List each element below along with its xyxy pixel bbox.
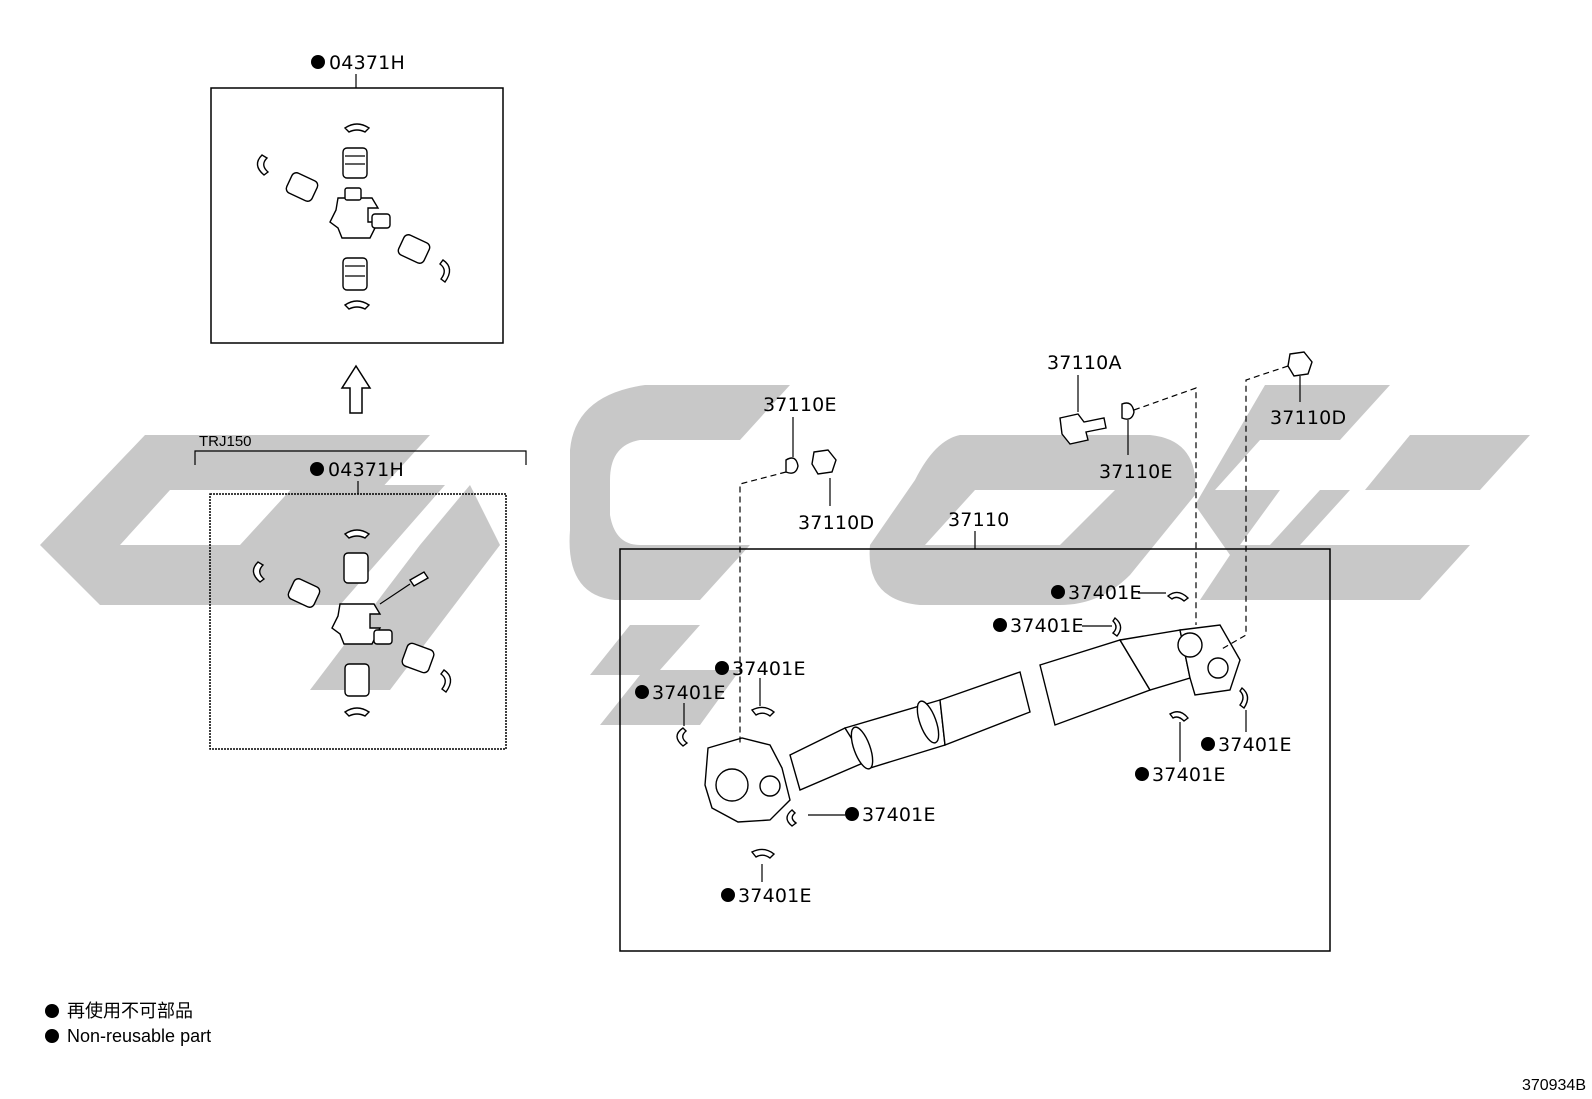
variant-kit-box <box>209 493 507 750</box>
non-reusable-dot <box>310 462 324 476</box>
callout-37110D-right[interactable]: 37110D <box>1270 407 1346 429</box>
snap-ring-callout-6: 37401E <box>721 864 812 907</box>
top-kit-box <box>210 87 504 344</box>
snap-ring-callout-1: 37401E <box>1051 582 1166 604</box>
snap-rings <box>676 591 1249 859</box>
callout-37401E-5[interactable]: 37401E <box>862 804 936 826</box>
snap-ring-callout-5: 37401E <box>808 804 936 826</box>
callout-37401E-8[interactable]: 37401E <box>1152 764 1226 786</box>
callout-37401E-6[interactable]: 37401E <box>738 885 812 907</box>
variant-kit-label[interactable]: 04371H <box>328 459 404 481</box>
top-kit-group: 04371H <box>210 52 504 344</box>
spider-kit-parts-variant <box>252 529 452 717</box>
variant-group: TRJ150 04371H <box>194 433 527 750</box>
snap-ring-callout-3: 37401E <box>715 658 806 706</box>
snap-ring-callout-4: 37401E <box>635 682 726 726</box>
snap-ring-callout-2: 37401E <box>993 615 1112 637</box>
main-assembly-label[interactable]: 37110 <box>948 509 1009 531</box>
legend-line-jp: 再使用不可部品 <box>67 1001 193 1021</box>
legend-dot-en <box>45 1029 59 1043</box>
model-label: TRJ150 <box>199 433 252 450</box>
main-assembly-group: 37110 <box>619 509 1331 952</box>
main-assembly-box <box>619 548 1331 952</box>
fasteners-right: 37110A 37110E 37110D <box>1047 351 1346 651</box>
callout-37401E-1[interactable]: 37401E <box>1068 582 1142 604</box>
callout-37110E-right[interactable]: 37110E <box>1099 461 1173 483</box>
fasteners-left: 37110E 37110D <box>739 394 874 745</box>
diagram-reference: 370934B <box>1522 1077 1586 1094</box>
legend: 再使用不可部品 Non-reusable part <box>45 1001 211 1046</box>
snap-ring-callout-8: 37401E <box>1135 722 1226 786</box>
callout-37401E-2[interactable]: 37401E <box>1010 615 1084 637</box>
callout-37401E-7[interactable]: 37401E <box>1218 734 1292 756</box>
callout-37110E-left[interactable]: 37110E <box>763 394 837 416</box>
non-reusable-dot <box>311 55 325 69</box>
snap-ring-callout-7: 37401E <box>1201 710 1292 756</box>
callout-37110D-left[interactable]: 37110D <box>798 512 874 534</box>
top-kit-label[interactable]: 04371H <box>329 52 405 74</box>
propeller-shaft <box>704 624 1241 823</box>
legend-dot-jp <box>45 1004 59 1018</box>
up-arrow <box>340 364 372 414</box>
callout-37110A[interactable]: 37110A <box>1047 352 1122 374</box>
callout-37401E-3[interactable]: 37401E <box>732 658 806 680</box>
spider-kit-parts <box>256 123 451 310</box>
callout-37401E-4[interactable]: 37401E <box>652 682 726 704</box>
legend-line-en: Non-reusable part <box>67 1026 211 1046</box>
